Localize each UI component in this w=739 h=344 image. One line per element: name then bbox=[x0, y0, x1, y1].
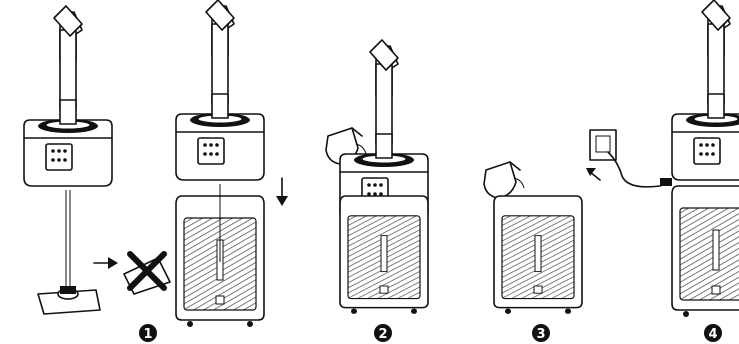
step1-unit-lifted bbox=[24, 6, 112, 186]
svg-text:1: 1 bbox=[143, 327, 152, 342]
arrow-up-left-icon bbox=[586, 168, 600, 180]
step2-base-tank bbox=[340, 196, 428, 314]
step1-unit-assembly bbox=[176, 0, 264, 180]
step3-water-jug bbox=[484, 162, 524, 198]
step4-unit bbox=[672, 0, 739, 180]
step-badge-1: 1 bbox=[139, 324, 157, 342]
step-badge-3: 3 bbox=[532, 324, 550, 342]
step3-base-tank bbox=[494, 196, 582, 314]
arrow-down-icon bbox=[276, 178, 288, 206]
arrow-right-icon bbox=[94, 257, 118, 269]
power-plug-icon bbox=[608, 152, 672, 187]
svg-text:2: 2 bbox=[378, 327, 387, 342]
step-badge-2: 2 bbox=[374, 324, 392, 342]
cross-out-icon bbox=[124, 254, 170, 294]
svg-text:3: 3 bbox=[536, 327, 545, 342]
svg-text:4: 4 bbox=[708, 327, 717, 342]
step-badge-4: 4 bbox=[704, 324, 722, 342]
step4-base-tank bbox=[672, 186, 739, 317]
filter-pad-icon bbox=[38, 286, 100, 314]
